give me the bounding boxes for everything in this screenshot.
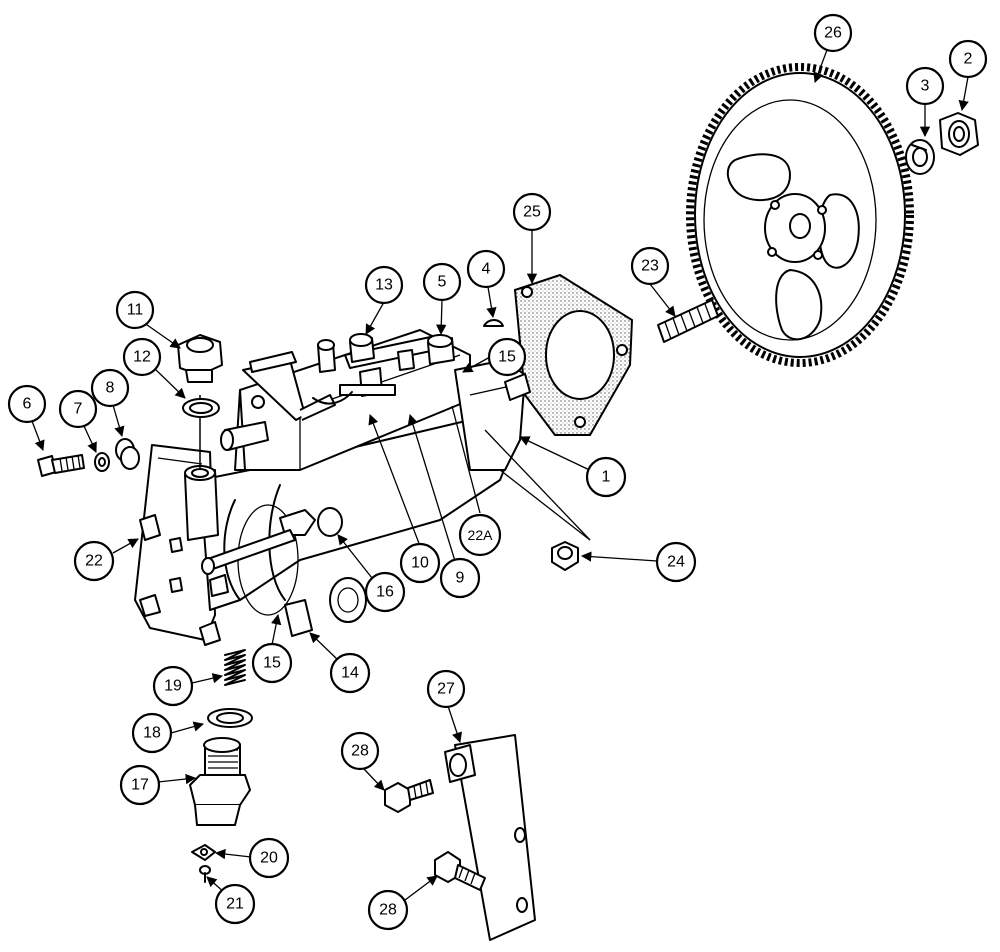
- svg-text:19: 19: [164, 678, 182, 695]
- small-screw-part: [199, 865, 211, 883]
- callout-19: 19: [152, 665, 194, 707]
- callout-16: 16: [364, 571, 406, 613]
- svg-text:23: 23: [641, 258, 659, 275]
- callout-13: 13: [364, 265, 404, 305]
- svg-text:12: 12: [133, 349, 151, 366]
- svg-text:14: 14: [341, 665, 359, 682]
- svg-text:16: 16: [376, 584, 394, 601]
- svg-text:25: 25: [523, 204, 541, 221]
- svg-text:15: 15: [498, 349, 516, 366]
- callout-27: 27: [426, 669, 466, 709]
- svg-text:4: 4: [482, 261, 491, 278]
- woodruff-key-part: [483, 319, 504, 327]
- svg-text:11: 11: [127, 302, 144, 319]
- callout-15-top: 15: [487, 337, 527, 377]
- callout-11: 11: [115, 290, 155, 330]
- callout-8: 8: [90, 368, 130, 408]
- bracket-bolt-upper-part: [384, 779, 434, 813]
- svg-text:1: 1: [602, 469, 611, 486]
- bleed-screw-part: [37, 454, 85, 477]
- callout-20: 20: [248, 837, 290, 879]
- svg-text:2: 2: [964, 51, 973, 68]
- spring-clip-part: [115, 438, 140, 470]
- svg-text:28: 28: [351, 743, 369, 760]
- callout-3: 3: [905, 66, 945, 106]
- callout-23: 23: [630, 246, 670, 286]
- gasket-part: [513, 273, 634, 436]
- svg-text:21: 21: [226, 896, 244, 913]
- svg-text:9: 9: [456, 570, 465, 587]
- callout-28-lower: 28: [367, 889, 409, 931]
- svg-text:13: 13: [375, 277, 393, 294]
- flat-washer-part: [207, 708, 253, 728]
- svg-text:5: 5: [438, 274, 447, 291]
- callout-7: 7: [58, 389, 98, 429]
- svg-text:10: 10: [411, 555, 429, 572]
- svg-text:22A: 22A: [468, 527, 494, 543]
- callout-5: 5: [422, 262, 462, 302]
- callout-21: 21: [214, 883, 256, 925]
- svg-text:7: 7: [74, 401, 83, 418]
- injection-pump-body: [134, 329, 531, 646]
- sealing-washer-part: [182, 398, 220, 418]
- stud-part: [657, 299, 719, 343]
- callout-22a: 22A: [458, 513, 502, 557]
- svg-text:6: 6: [23, 396, 32, 413]
- callout-6: 6: [7, 384, 47, 424]
- inlet-fitting-part: [189, 737, 251, 826]
- callout-4: 4: [466, 249, 506, 289]
- callout-17: 17: [119, 764, 161, 806]
- retaining-clip-part: [191, 844, 216, 861]
- washer-small-part: [94, 452, 110, 472]
- svg-text:26: 26: [824, 25, 842, 42]
- callout-2: 2: [948, 39, 988, 79]
- svg-text:20: 20: [260, 850, 278, 867]
- svg-text:3: 3: [921, 78, 930, 95]
- callout-14: 14: [329, 652, 371, 694]
- svg-text:17: 17: [131, 777, 149, 794]
- spring-part: [224, 649, 246, 686]
- callout-26: 26: [813, 13, 853, 53]
- leader-lines: [31, 49, 969, 901]
- nut-part: [939, 112, 979, 156]
- svg-text:15: 15: [263, 655, 281, 672]
- callout-12: 12: [122, 337, 162, 377]
- support-bracket-part: [444, 734, 536, 941]
- callout-9: 9: [439, 557, 481, 599]
- callout-24: 24: [655, 541, 697, 583]
- callout-25: 25: [512, 192, 552, 232]
- callout-18: 18: [131, 712, 173, 754]
- callout-1: 1: [585, 456, 627, 498]
- banjo-nut-part: [177, 334, 223, 383]
- lock-washer-part: [905, 139, 935, 175]
- callout-22: 22: [73, 540, 115, 582]
- svg-text:24: 24: [667, 554, 685, 571]
- drive-gear-part: [686, 63, 914, 367]
- svg-text:18: 18: [143, 725, 161, 742]
- svg-text:22: 22: [85, 553, 103, 570]
- callout-10: 10: [399, 542, 441, 584]
- pipe-nut-part: [551, 541, 579, 571]
- svg-text:28: 28: [379, 902, 397, 919]
- callout-28-upper: 28: [340, 731, 380, 771]
- bracket-bolt-lower-part: [434, 851, 486, 891]
- callout-15-bottom: 15: [251, 642, 293, 684]
- svg-text:8: 8: [106, 380, 115, 397]
- svg-text:27: 27: [437, 681, 455, 698]
